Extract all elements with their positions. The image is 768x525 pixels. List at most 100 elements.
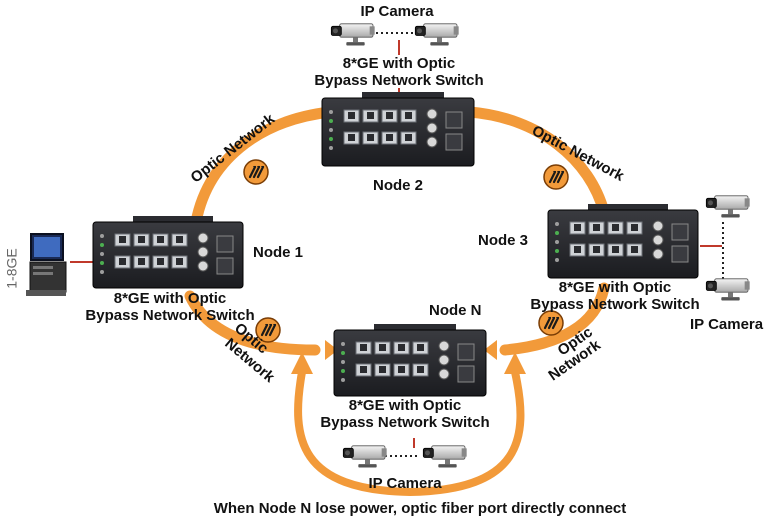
switch-body bbox=[333, 329, 487, 397]
node-label-node2: Node 2 bbox=[373, 177, 424, 194]
led-indicator bbox=[100, 270, 104, 274]
sfp-port bbox=[216, 257, 234, 275]
rj45-jack bbox=[348, 112, 355, 119]
fiber-badge-icon bbox=[538, 310, 564, 336]
rj45-jack bbox=[348, 134, 355, 141]
led-indicator bbox=[100, 252, 104, 256]
rj45-jack bbox=[157, 258, 164, 265]
rj45-jack bbox=[157, 236, 164, 243]
rj45-jack bbox=[631, 224, 638, 231]
bypass-port bbox=[652, 220, 664, 232]
optic-ring bbox=[184, 106, 610, 497]
bypass-port bbox=[426, 122, 438, 134]
arrow-head-right bbox=[484, 340, 497, 360]
ip-camera-label-right: IP Camera bbox=[690, 316, 764, 333]
rj45-jack bbox=[367, 134, 374, 141]
bypass-port bbox=[438, 368, 450, 380]
rj45-jack bbox=[360, 344, 367, 351]
bypass-port bbox=[197, 246, 209, 258]
bypass-port bbox=[426, 108, 438, 120]
led-indicator bbox=[555, 240, 559, 244]
bypass-port bbox=[652, 248, 664, 260]
sfp-port bbox=[445, 133, 463, 151]
pc-icon bbox=[26, 233, 67, 296]
rj45-jack bbox=[138, 236, 145, 243]
switch-caption-node3-line1: 8*GE with Optic bbox=[558, 279, 672, 296]
switch-body bbox=[92, 221, 244, 289]
bypass-port bbox=[426, 136, 438, 148]
node-label-noden: Node N bbox=[429, 302, 482, 319]
node-label-node1: Node 1 bbox=[253, 244, 304, 261]
arrow-head-left bbox=[325, 340, 338, 360]
node-label-node3: Node 3 bbox=[478, 232, 529, 249]
rj45-jack bbox=[398, 366, 405, 373]
arrow-up-icon bbox=[504, 352, 526, 374]
bypass-port bbox=[197, 232, 209, 244]
led-indicator bbox=[329, 119, 333, 123]
pc-ports-label: 1-8GE bbox=[3, 248, 20, 289]
rj45-jack bbox=[612, 224, 619, 231]
rj45-jack bbox=[398, 344, 405, 351]
rj45-jack bbox=[612, 246, 619, 253]
led-indicator bbox=[329, 146, 333, 150]
ring-segment-1-n bbox=[184, 290, 321, 356]
rj45-jack bbox=[379, 366, 386, 373]
rj45-jack bbox=[176, 236, 183, 243]
ip-camera-icon bbox=[422, 445, 468, 468]
footer-note: When Node N lose power, optic fiber port… bbox=[213, 500, 627, 517]
led-indicator bbox=[341, 342, 345, 346]
ip-camera-icon bbox=[414, 23, 460, 46]
ip-camera-icon bbox=[705, 195, 751, 218]
rj45-jack bbox=[593, 224, 600, 231]
rj45-jack bbox=[417, 344, 424, 351]
switch-node-n bbox=[333, 324, 487, 397]
switch-top-lid bbox=[362, 92, 444, 100]
arrow-up-icon bbox=[291, 352, 313, 374]
led-indicator bbox=[555, 222, 559, 226]
led-indicator bbox=[100, 261, 104, 265]
ip-camera-label-top: IP Camera bbox=[360, 3, 434, 20]
rj45-jack bbox=[574, 224, 581, 231]
led-indicator bbox=[100, 234, 104, 238]
led-indicator bbox=[329, 137, 333, 141]
ip-camera-icon bbox=[330, 23, 376, 46]
rj45-jack bbox=[119, 236, 126, 243]
rj45-jack bbox=[386, 112, 393, 119]
led-indicator bbox=[341, 351, 345, 355]
rj45-jack bbox=[138, 258, 145, 265]
led-indicator bbox=[341, 378, 345, 382]
bypass-loop bbox=[294, 368, 525, 497]
ip-camera-label-bottom: IP Camera bbox=[368, 475, 442, 492]
switch-caption-noden-line2: Bypass Network Switch bbox=[320, 414, 490, 431]
sfp-port bbox=[216, 235, 234, 253]
fiber-badge-icon bbox=[543, 164, 569, 190]
rj45-jack bbox=[360, 366, 367, 373]
switch-node2 bbox=[321, 92, 475, 167]
sfp-port bbox=[671, 223, 689, 241]
led-indicator bbox=[100, 243, 104, 247]
led-indicator bbox=[555, 258, 559, 262]
rj45-jack bbox=[405, 134, 412, 141]
rj45-jack bbox=[417, 366, 424, 373]
fiber-badge-icon bbox=[243, 159, 269, 185]
rj45-jack bbox=[405, 112, 412, 119]
switch-top-lid bbox=[588, 204, 668, 212]
sfp-port bbox=[457, 343, 475, 361]
led-indicator bbox=[555, 231, 559, 235]
switch-caption-node1-line2: Bypass Network Switch bbox=[85, 307, 255, 324]
led-indicator bbox=[341, 369, 345, 373]
switch-top-lid bbox=[133, 216, 213, 224]
switch-caption-node2-line1: 8*GE with Optic bbox=[342, 55, 456, 72]
ip-camera-icon bbox=[342, 445, 388, 468]
led-indicator bbox=[555, 249, 559, 253]
rj45-jack bbox=[119, 258, 126, 265]
red-links bbox=[70, 40, 722, 448]
rj45-jack bbox=[631, 246, 638, 253]
rj45-jack bbox=[176, 258, 183, 265]
sfp-port bbox=[671, 245, 689, 263]
switch-caption-noden-line1: 8*GE with Optic bbox=[348, 397, 462, 414]
switch-top-lid bbox=[374, 324, 456, 332]
rj45-jack bbox=[367, 112, 374, 119]
switch-node3 bbox=[547, 204, 699, 279]
dotted-links bbox=[375, 32, 724, 457]
